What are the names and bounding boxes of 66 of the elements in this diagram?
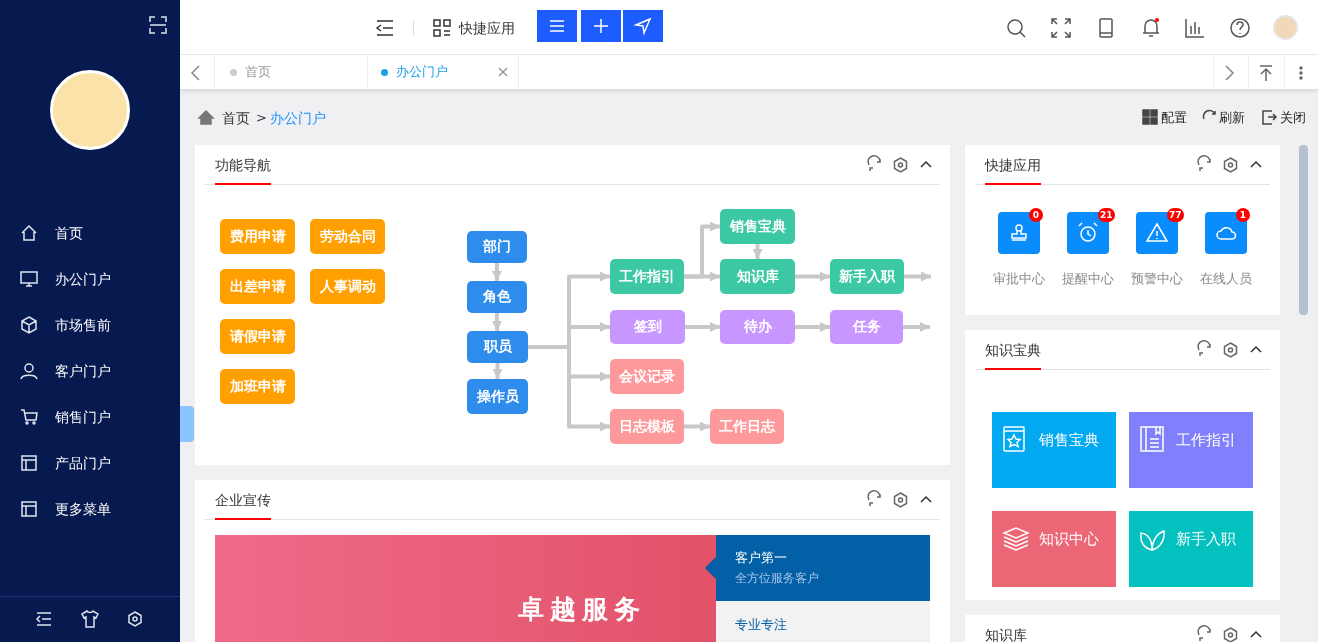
process-box: 待办 (720, 310, 795, 344)
process-box: 操作员 (467, 379, 528, 414)
arrow (684, 271, 720, 282)
process-box: 工作指引 (610, 259, 684, 294)
tile-label: 销售宝典 (1039, 430, 1099, 450)
arrow (795, 322, 830, 332)
process-box: 签到 (610, 310, 685, 344)
arrow (492, 263, 502, 281)
process-box: 出差申请 (220, 269, 295, 304)
banner-heading: 卓越服务 (518, 594, 646, 624)
app-label: 在线人员 (1200, 270, 1252, 288)
process-box: 角色 (467, 281, 527, 313)
count-badge: 77 (1167, 208, 1184, 222)
process-box: 请假申请 (220, 319, 295, 354)
app-label: 提醒中心 (1062, 270, 1114, 288)
tile-label: 知识中心 (1039, 529, 1099, 549)
tile-label: 工作指引 (1176, 430, 1236, 450)
menu-item: 销售门户 (55, 408, 111, 427)
process-box: 费用申请 (220, 219, 295, 254)
panel-title: 快捷应用 (985, 156, 1041, 175)
menu-item: 市场售前 (55, 316, 111, 335)
menu-item: 更多菜单 (55, 500, 111, 519)
app-label: 预警中心 (1131, 270, 1183, 288)
arrow (904, 271, 931, 282)
process-box: 部门 (467, 231, 527, 263)
panel-title: 知识宝典 (985, 341, 1041, 360)
tab-label: 办公门户 (396, 63, 448, 81)
breadcrumb-current: 办公门户 (270, 109, 326, 128)
process-box: 销售宝典 (720, 209, 795, 244)
side-panel-text: 全方位服务客户 (735, 570, 819, 587)
menu-item: 首页 (55, 224, 83, 243)
count-badge: 21 (1098, 208, 1115, 222)
panel-title: 知识库 (985, 626, 1027, 642)
process-box: 职员 (467, 331, 528, 363)
process-box: 知识库 (720, 259, 795, 294)
arrow (752, 244, 763, 259)
menu-item: 产品门户 (55, 454, 111, 473)
process-box: 日志模板 (610, 409, 684, 444)
arrow (795, 271, 830, 282)
tile-label: 新手入职 (1176, 529, 1236, 549)
toolbar-link: 配置 (1161, 109, 1187, 127)
process-box: 新手入职 (830, 259, 904, 294)
breadcrumb-link: 首页 (222, 109, 250, 128)
arrow (492, 363, 503, 379)
menu-link: 快捷应用 (459, 19, 515, 38)
app-label: 审批中心 (993, 270, 1045, 288)
arrow (685, 322, 720, 332)
panel-title: 功能导航 (215, 156, 271, 175)
breadcrumb-separator: > (256, 109, 267, 127)
side-panel-heading: 客户第一 (735, 549, 787, 567)
menu-item: 办公门户 (55, 270, 111, 289)
process-box: 加班申请 (220, 369, 295, 404)
arrow (684, 421, 710, 432)
menu-item: 客户门户 (55, 362, 111, 381)
arrow (492, 313, 502, 331)
side-panel-heading: 专业专注 (735, 616, 787, 634)
panel-title: 企业宣传 (215, 491, 271, 510)
process-box: 任务 (830, 310, 903, 344)
process-box: 会议记录 (610, 359, 684, 394)
arrow (903, 322, 930, 332)
toolbar-link: 刷新 (1219, 109, 1245, 127)
process-box: 工作日志 (710, 409, 784, 444)
toolbar-link: 关闭 (1280, 109, 1306, 127)
process-box: 人事调动 (310, 269, 385, 304)
process-box: 劳动合同 (310, 219, 385, 254)
tab-label: 首页 (245, 63, 271, 81)
